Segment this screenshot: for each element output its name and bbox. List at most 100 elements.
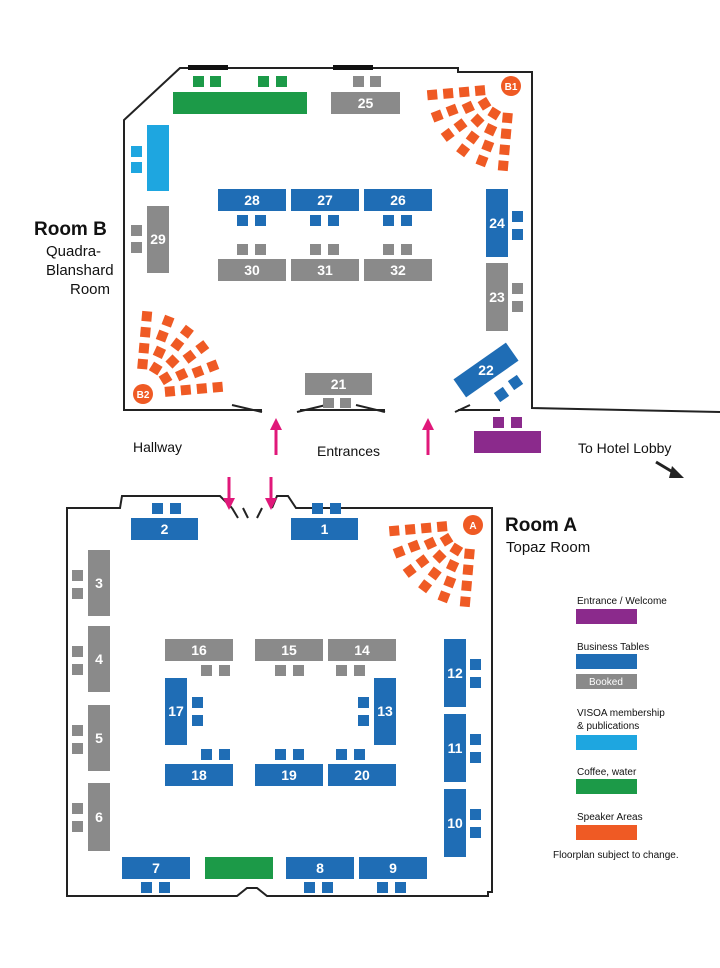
table-26[interactable]: 26: [364, 189, 432, 211]
legend-coffee-swatch: [576, 779, 637, 794]
svg-text:16: 16: [191, 642, 207, 658]
speaker-seat: [158, 371, 173, 386]
svg-text:14: 14: [354, 642, 370, 658]
chairs-3-6: [72, 570, 83, 832]
table-30[interactable]: 30: [218, 259, 286, 281]
table-29[interactable]: 29: [147, 206, 169, 273]
legend-visoa-label-1: VISOA membership: [577, 708, 665, 719]
speaker-seat: [165, 354, 180, 369]
legend-booked-swatch: [576, 674, 637, 689]
table-4[interactable]: 4: [88, 626, 110, 692]
arrow-up-right: [422, 418, 434, 455]
table-28[interactable]: 28: [218, 189, 286, 211]
legend-entrance-swatch: [576, 609, 637, 624]
room-b-door-top-right: [333, 65, 373, 70]
speaker-seat: [427, 566, 442, 581]
chairs-7-9: [141, 882, 406, 893]
table-10[interactable]: 10: [444, 789, 466, 857]
table-23[interactable]: 23: [486, 263, 508, 331]
table-19[interactable]: 19: [255, 764, 323, 786]
speaker-seat: [436, 521, 448, 533]
speaker-seat: [138, 342, 150, 354]
entrance-welcome-chairs: [493, 417, 522, 428]
table-9[interactable]: 9: [359, 857, 427, 879]
svg-text:9: 9: [389, 860, 397, 876]
speaker-seat: [461, 100, 475, 115]
table-3[interactable]: 3: [88, 550, 110, 616]
table-31[interactable]: 31: [291, 259, 359, 281]
svg-text:10: 10: [447, 815, 463, 831]
table-17[interactable]: 17: [165, 678, 187, 745]
table-7[interactable]: 7: [122, 857, 190, 879]
table-27[interactable]: 27: [291, 189, 359, 211]
speaker-seat: [402, 563, 417, 578]
speaker-seat: [483, 123, 498, 137]
chairs-24: [512, 211, 523, 240]
speaker-badge-b1: B1: [501, 76, 521, 96]
svg-text:29: 29: [150, 231, 166, 247]
speaker-seat: [180, 384, 192, 396]
svg-text:7: 7: [152, 860, 160, 876]
coffee-station-room-a: [205, 857, 273, 879]
table-21[interactable]: 21: [305, 373, 372, 395]
speaker-seat: [141, 310, 153, 322]
coffee-station-room-b: [173, 92, 307, 114]
table-15[interactable]: 15: [255, 639, 323, 661]
svg-text:1: 1: [321, 521, 329, 537]
table-5[interactable]: 5: [88, 705, 110, 771]
svg-text:19: 19: [281, 767, 297, 783]
table-12[interactable]: 12: [444, 639, 466, 707]
lobby-arrow: [655, 460, 684, 478]
speaker-badge-b2: B2: [133, 384, 153, 404]
speaker-seat: [415, 554, 430, 569]
table-6[interactable]: 6: [88, 783, 110, 851]
speaker-seat: [139, 326, 151, 338]
table-1[interactable]: 1: [291, 518, 358, 540]
svg-text:21: 21: [331, 376, 347, 392]
arrow-down-left: [223, 477, 235, 510]
speaker-seat: [499, 144, 511, 156]
table-2[interactable]: 2: [131, 518, 198, 540]
svg-text:20: 20: [354, 767, 370, 783]
table-22[interactable]: 22: [453, 342, 519, 398]
speaker-seat: [170, 337, 185, 352]
speaker-seat: [179, 324, 194, 339]
chairs-29: [131, 225, 142, 253]
speaker-seat: [182, 349, 197, 364]
room-b-door-top-left: [188, 65, 228, 70]
svg-text:22: 22: [478, 362, 494, 378]
table-25[interactable]: 25: [331, 92, 400, 114]
speaker-seat: [477, 96, 492, 111]
svg-text:32: 32: [390, 262, 406, 278]
table-32[interactable]: 32: [364, 259, 432, 281]
speaker-seat: [470, 113, 485, 128]
speaker-seat: [458, 86, 470, 98]
table-8[interactable]: 8: [286, 857, 354, 879]
chairs-26-28: [237, 215, 412, 226]
speaker-seat: [487, 106, 502, 121]
table-24[interactable]: 24: [486, 189, 508, 257]
svg-text:25: 25: [358, 95, 374, 111]
speaker-seat: [152, 345, 167, 359]
speaker-area-b1: [426, 85, 513, 172]
room-a-title: Room A: [505, 515, 577, 536]
table-18[interactable]: 18: [165, 764, 233, 786]
table-13[interactable]: 13: [374, 678, 396, 745]
speaker-seat: [418, 579, 433, 594]
table-11[interactable]: 11: [444, 714, 466, 782]
chairs-10-12: [470, 659, 481, 838]
svg-text:17: 17: [168, 703, 184, 719]
chairs-18-20: [201, 749, 365, 760]
speaker-seat: [161, 314, 175, 328]
table-20[interactable]: 20: [328, 764, 396, 786]
speaker-seat: [206, 359, 220, 373]
speaker-seat: [445, 559, 460, 573]
svg-text:26: 26: [390, 192, 406, 208]
speaker-seat: [437, 590, 451, 604]
table-14[interactable]: 14: [328, 639, 396, 661]
svg-text:24: 24: [489, 215, 505, 231]
speaker-seat: [442, 87, 454, 99]
table-16[interactable]: 16: [165, 639, 233, 661]
room-b-walls: [123, 67, 720, 413]
svg-text:28: 28: [244, 192, 260, 208]
